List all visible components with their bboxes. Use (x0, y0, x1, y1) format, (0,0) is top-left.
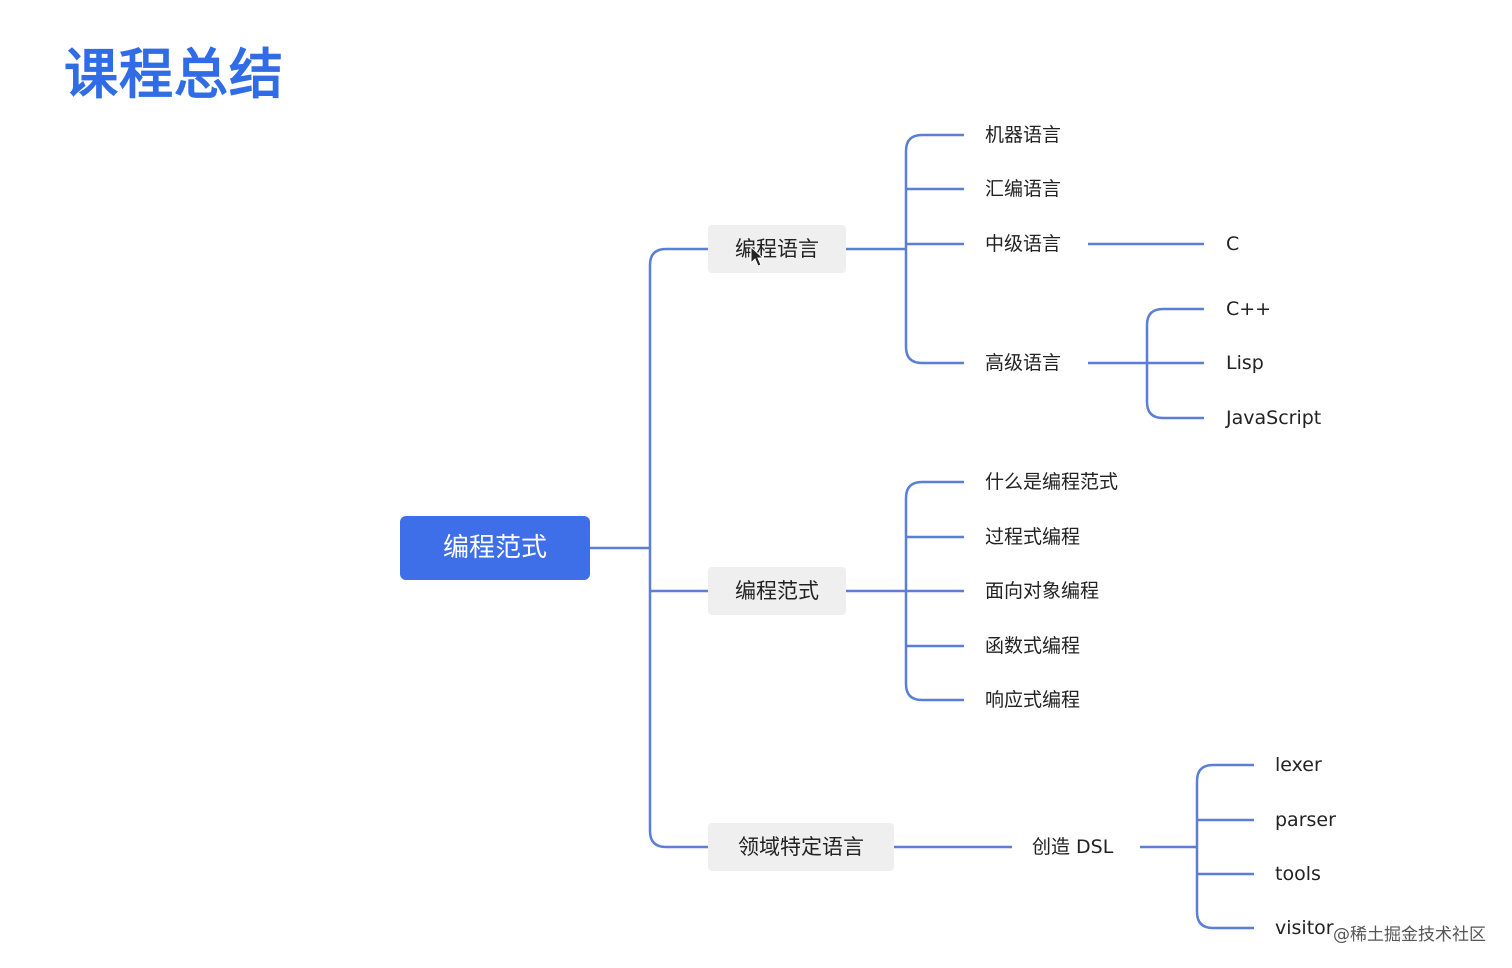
branch-node-label: 编程范式 (735, 579, 819, 603)
root-node-label: 编程范式 (443, 533, 547, 563)
node-c[interactable]: C (1226, 233, 1239, 255)
node-tools[interactable]: tools (1275, 863, 1321, 885)
connectors (590, 133, 1254, 930)
branch-node-label: 领域特定语言 (738, 835, 864, 859)
node-mid-level-language[interactable]: 中级语言 (985, 233, 1061, 255)
connector-dsl-spine (1195, 763, 1254, 930)
branch-node-programming-languages[interactable]: 编程语言 (708, 225, 846, 273)
node-procedural[interactable]: 过程式编程 (985, 526, 1080, 548)
watermark: @稀土掘金技术社区 (1333, 925, 1486, 945)
node-object-oriented[interactable]: 面向对象编程 (985, 580, 1099, 602)
root-node[interactable]: 编程范式 (400, 516, 590, 580)
branch-node-dsl[interactable]: 领域特定语言 (708, 823, 894, 871)
node-javascript[interactable]: JavaScript (1225, 407, 1321, 429)
connector-root-spine (648, 247, 708, 849)
mouse-cursor-icon (750, 245, 765, 267)
node-lexer[interactable]: lexer (1275, 754, 1322, 776)
node-functional[interactable]: 函数式编程 (985, 635, 1080, 657)
node-assembly-language[interactable]: 汇编语言 (985, 178, 1061, 200)
connector-b1-spine (904, 133, 964, 365)
node-lisp[interactable]: Lisp (1226, 352, 1264, 374)
node-visitor[interactable]: visitor (1275, 917, 1334, 939)
node-reactive[interactable]: 响应式编程 (985, 689, 1080, 711)
node-high-level-language[interactable]: 高级语言 (985, 352, 1061, 374)
page-title: 课程总结 (64, 43, 284, 106)
branch-node-programming-paradigms[interactable]: 编程范式 (708, 567, 846, 615)
node-parser[interactable]: parser (1275, 809, 1336, 831)
node-what-is-paradigm[interactable]: 什么是编程范式 (985, 471, 1118, 493)
node-cpp[interactable]: C++ (1226, 298, 1271, 320)
node-create-dsl[interactable]: 创造 DSL (1032, 836, 1114, 858)
branch-node-label: 编程语言 (735, 237, 819, 261)
node-machine-language[interactable]: 机器语言 (985, 124, 1061, 146)
